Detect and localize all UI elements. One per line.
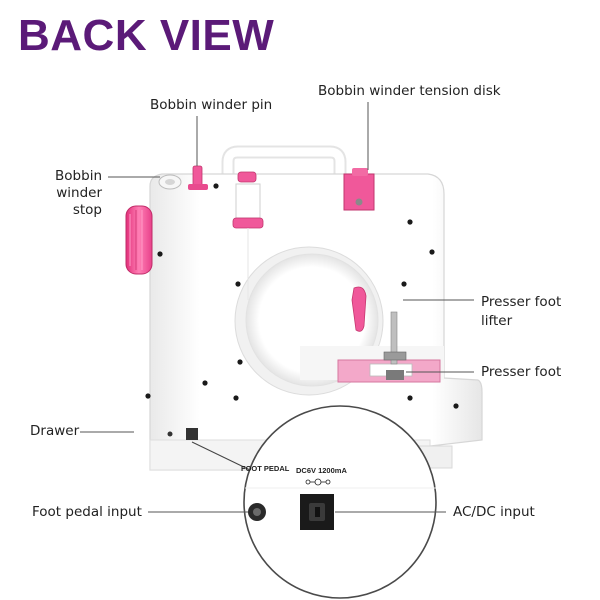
hand-wheel [125,205,153,275]
label-drawer: Drawer [30,423,80,439]
leader-lines [80,102,474,513]
presser-foot-lifter [351,286,367,332]
screw-holes [145,183,459,409]
panel-foot-pedal-text: FOOT PEDAL [241,464,290,473]
label-presser-foot-lifter-line1: Presser foot [481,294,562,310]
label-bobbin-winder-stop-line1: Bobbin [55,168,102,184]
label-presser-foot-lifter: Presser foot lifter [481,294,561,330]
label-bobbin-winder-pin: Bobbin winder pin [150,97,273,113]
presser-foot [383,351,407,361]
label-bobbin-winder-stop-line2: winder [56,184,102,201]
label-presser-foot-lifter-line2: lifter [481,312,513,329]
label-bobbin-winder-stop: Bobbin winder stop [40,168,102,219]
label-foot-pedal-input: Foot pedal input [32,504,142,520]
label-presser-foot: Presser foot [481,364,562,380]
label-bobbin-winder-stop-line3: stop [72,201,102,218]
magnified-panel [243,405,437,599]
panel-power-rating-text: DC6V 1200mA [296,466,347,475]
thread-spool [235,183,261,219]
label-ac-dc-input: AC/DC input [453,504,535,520]
page-title: BACK VIEW [18,11,275,60]
label-bobbin-winder-tension-disk: Bobbin winder tension disk [318,83,501,99]
